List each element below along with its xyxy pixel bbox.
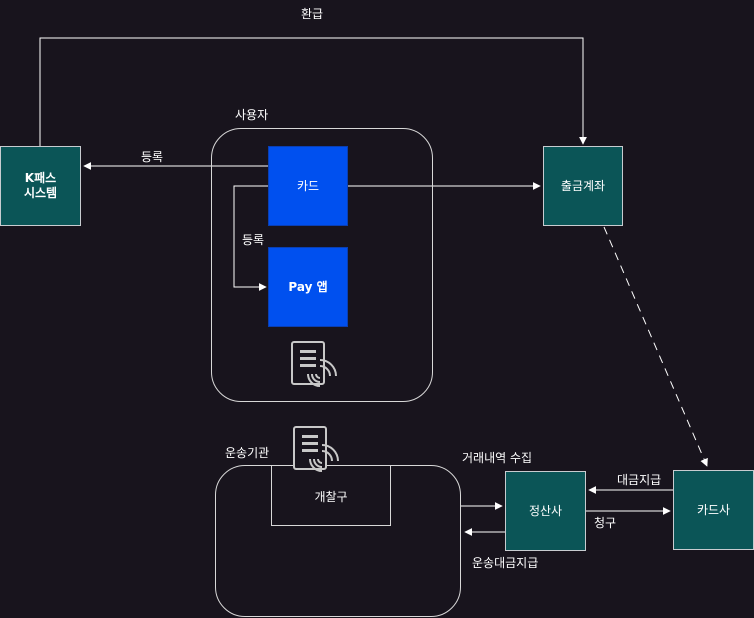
pay-app-label: Pay 앱	[288, 279, 328, 294]
withdrawal-account-label: 출금계좌	[560, 178, 606, 193]
card-company-label: 카드사	[696, 502, 731, 517]
edge-account-cardco	[603, 226, 708, 467]
user-group-label: 사용자	[235, 108, 269, 122]
user-group	[211, 128, 433, 402]
card-label: 카드	[296, 178, 320, 193]
settlement-label: 정산사	[528, 503, 563, 518]
kpass-system-label: K패스 시스템	[23, 171, 58, 200]
transit-group-label: 운송기관	[225, 446, 270, 460]
edge-label-transit-payment: 운송대금지급	[472, 556, 539, 570]
edge-label-card-payment: 대금지급	[617, 473, 662, 487]
edge-label-register-kpass: 등록	[141, 150, 164, 164]
withdrawal-account-node[interactable]: 출금계좌	[543, 146, 623, 226]
card-node[interactable]: 카드	[268, 146, 348, 226]
edge-label-claim: 청구	[594, 516, 617, 530]
settlement-node[interactable]: 정산사	[505, 471, 586, 551]
edge-register-app	[233, 185, 268, 291]
pay-app-node[interactable]: Pay 앱	[268, 247, 348, 327]
edge-refund	[39, 37, 587, 146]
gate-label: 개찰구	[314, 490, 348, 504]
nfc-card-icon	[293, 426, 339, 472]
edge-label-collect: 거래내역 수집	[462, 451, 533, 465]
edge-label-refund: 환급	[301, 7, 324, 21]
edge-label-register-app: 등록	[242, 233, 265, 247]
card-company-node[interactable]: 카드사	[673, 470, 754, 550]
gate-node[interactable]: 개찰구	[271, 465, 391, 526]
kpass-system-node[interactable]: K패스 시스템	[0, 146, 81, 226]
nfc-card-icon	[291, 341, 337, 387]
